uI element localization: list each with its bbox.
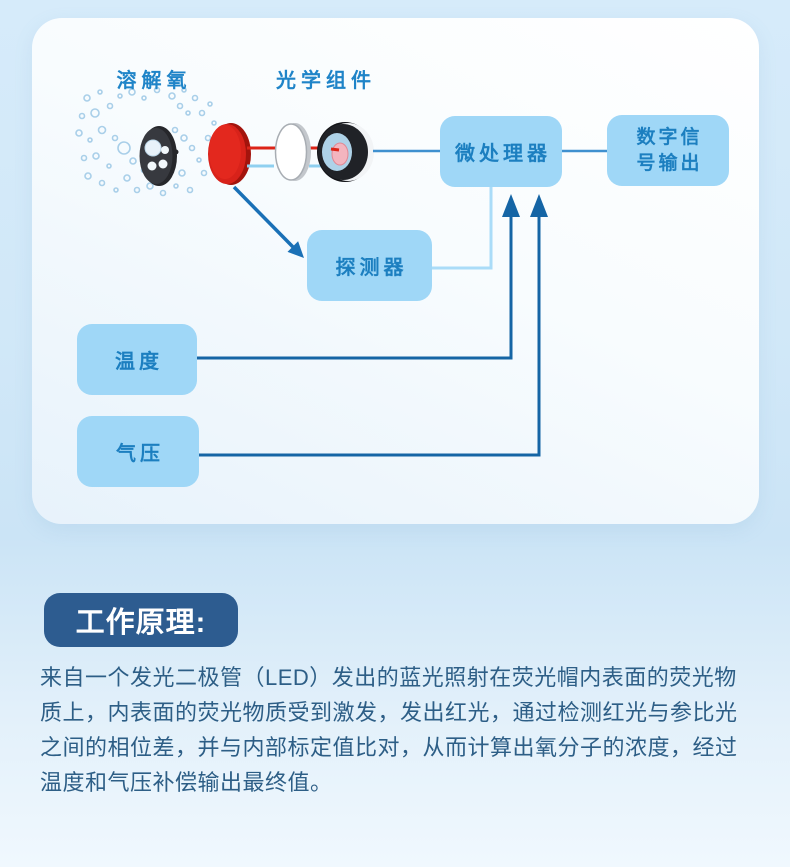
temperature-box: 温度 [77,324,197,395]
fluorescent-cap-icon [208,123,251,185]
microprocessor-box-label: 微处理器 [455,143,551,165]
cap-to-detector-arrow [232,185,304,258]
detector-to-micro-line [432,187,493,270]
temperature-to-micro-arrow [197,194,520,360]
photodetector-assembly-icon [317,122,374,182]
sensor-cap-icon [139,126,179,186]
pressure-box-label: 气压 [116,443,164,465]
detector-box-label: 探测器 [335,257,408,279]
optical-assembly-label: 光学组件 [276,70,376,92]
digital-signal-output-line2: 号输出 [636,152,703,174]
sensor-diagram-canvas [75,86,607,457]
bubbles-icon [75,86,222,197]
sensor-diagram-panel: 溶解氧 光学组件 微处理器 数字信 号输出 探测器 温度 气压 [32,18,759,524]
digital-signal-output-line1: 数字信 [636,126,703,148]
microprocessor-box: 微处理器 [440,116,562,187]
temperature-box-label: 温度 [115,351,163,373]
working-principle-paragraph: 来自一个发光二极管（LED）发出的蓝光照射在荧光帽内表面的荧光物质上，内表面的荧… [40,665,738,795]
detector-box: 探测器 [307,230,432,301]
dissolved-oxygen-label: 溶解氧 [116,70,192,92]
pressure-box: 气压 [77,416,199,487]
lens-disc-icon [274,123,311,181]
digital-signal-output-box: 数字信 号输出 [607,115,729,186]
working-principle-heading: 工作原理: [44,593,238,647]
pressure-to-micro-arrow [199,194,548,457]
